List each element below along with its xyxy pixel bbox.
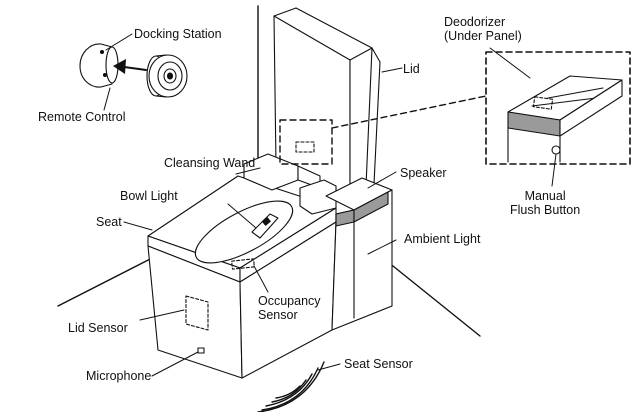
label-docking-station: Docking Station	[134, 27, 222, 41]
label-seat-sensor: Seat Sensor	[344, 357, 413, 371]
deodorizer-marker	[279, 95, 487, 165]
label-bowl-light: Bowl Light	[120, 189, 178, 203]
label-ambient-light: Ambient Light	[404, 232, 481, 246]
label-occupancy-sensor: Occupancy Sensor	[258, 294, 321, 322]
label-lid: Lid	[403, 62, 420, 76]
label-cleansing-wand: Cleansing Wand	[164, 156, 256, 170]
label-lid-sensor: Lid Sensor	[68, 321, 128, 335]
deodorizer-small-window	[295, 141, 315, 153]
leader-lines	[103, 33, 557, 377]
remote-control-icon	[146, 54, 188, 98]
room-corner-lines	[57, 5, 481, 337]
arrow-icon	[113, 59, 147, 74]
label-remote-control: Remote Control	[38, 110, 126, 124]
label-microphone: Microphone	[86, 369, 152, 383]
label-deodorizer: Deodorizer (Under Panel)	[444, 15, 522, 43]
seat-sensor-waves	[257, 361, 325, 412]
inset-detail	[485, 51, 631, 165]
label-speaker: Speaker	[400, 166, 447, 180]
label-manual-flush-button: Manual Flush Button	[510, 189, 581, 217]
docking-station-icon	[79, 43, 119, 88]
toilet-unit	[147, 7, 393, 379]
label-seat: Seat	[96, 215, 122, 229]
